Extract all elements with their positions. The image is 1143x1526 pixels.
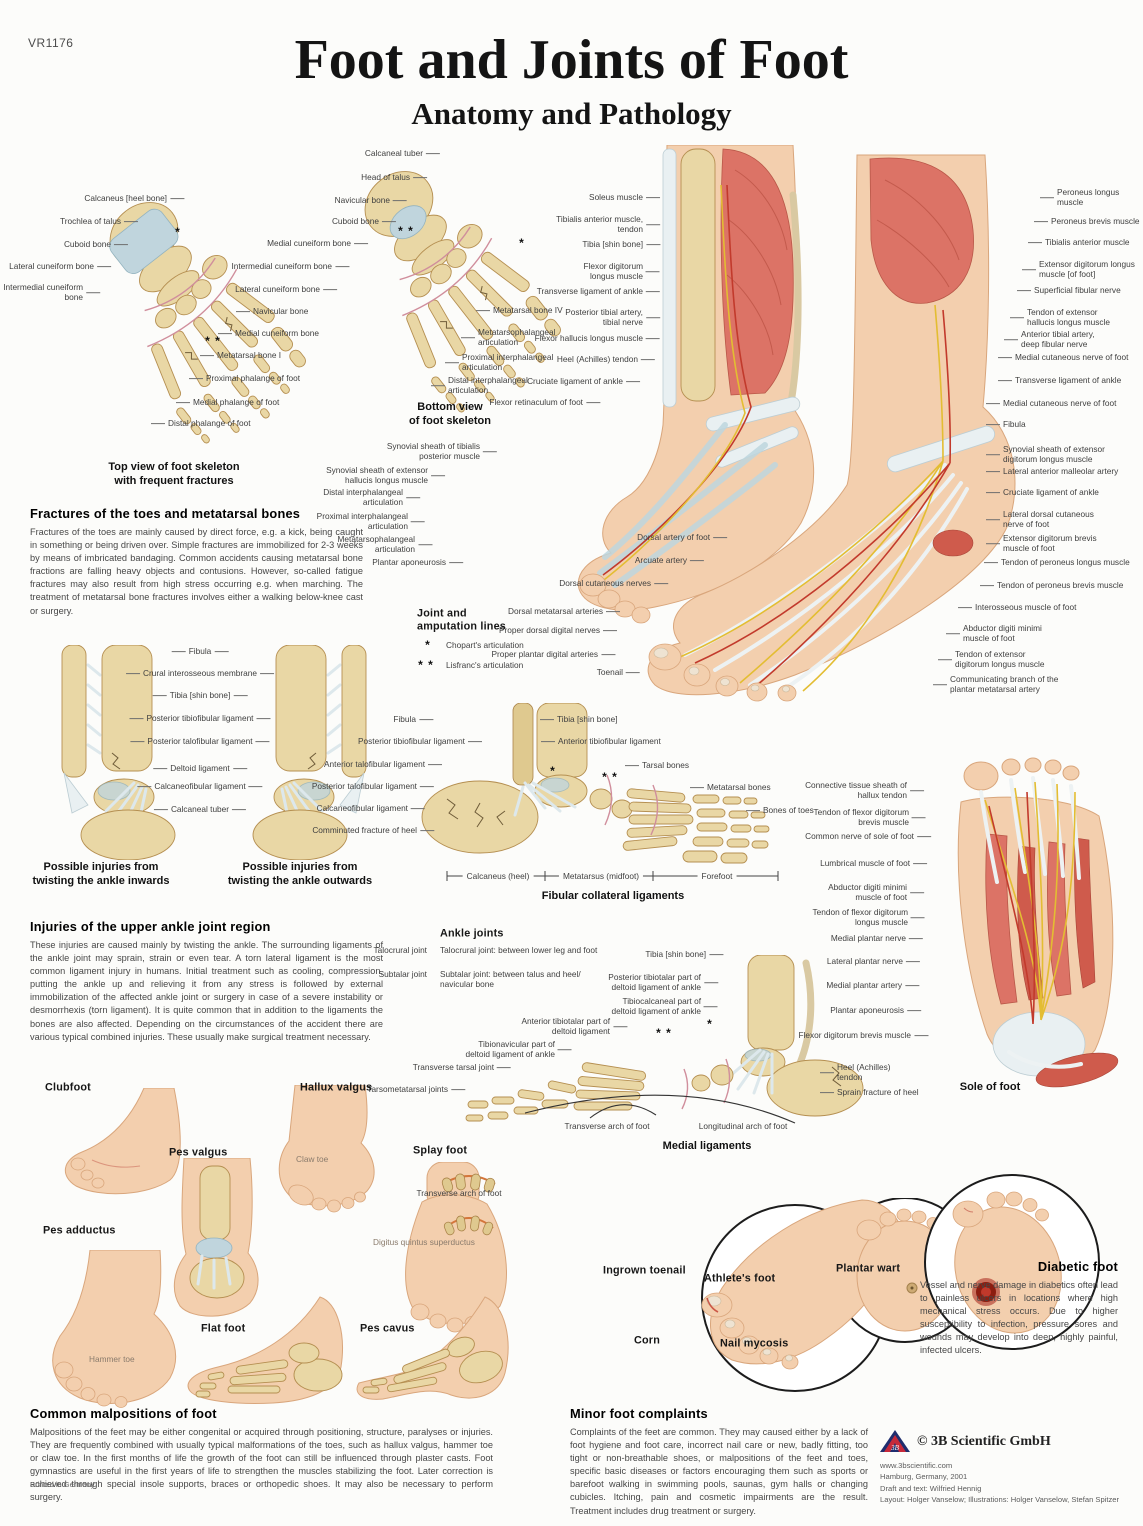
malpositions-body: Malpositions of the feet may be either c… xyxy=(30,1427,493,1503)
complaints-body: Complaints of the feet are common. They … xyxy=(570,1427,868,1516)
flat-foot-illustration xyxy=(187,1296,343,1404)
leader-line xyxy=(911,917,925,919)
leader-line xyxy=(418,544,432,546)
ankle-outwards-caption: Possible injuries from twisting the ankl… xyxy=(227,861,373,888)
credits-layout: Layout: Holger Vanselow; Illustrations: … xyxy=(880,1495,1120,1505)
3b-scientific-logo-icon: 3B xyxy=(880,1430,910,1452)
leader-line xyxy=(905,985,919,987)
ankle-inward-injury-illustration xyxy=(60,645,177,860)
anatomy-label: Synovial sheath of tibialis posterior mu… xyxy=(387,441,497,462)
company-name: © 3B Scientific GmbH xyxy=(917,1433,1051,1449)
leader-line xyxy=(913,863,927,865)
leader-line xyxy=(914,1035,928,1037)
leader-line xyxy=(910,790,924,792)
leader-line xyxy=(910,892,924,894)
diabetic-foot-illustration xyxy=(924,1174,1100,1350)
anatomy-label: Lumbrical muscle of foot xyxy=(820,858,927,869)
injuries-section: Injuries of the upper ankle joint region… xyxy=(30,918,383,1044)
ankle-outward-injury-illustration xyxy=(251,645,368,860)
pes-cavus-illustration xyxy=(356,1296,509,1400)
fibular-caption: Fibular collateral ligaments xyxy=(541,890,685,902)
malpositions-section: Common malpositions of foot Malpositions… xyxy=(30,1405,493,1505)
complaints-section: Minor foot complaints Complaints of the … xyxy=(570,1405,868,1518)
injuries-body: These injuries are caused mainly by twis… xyxy=(30,940,383,1042)
leader-line xyxy=(431,475,445,477)
leader-line xyxy=(906,961,920,963)
poster-subtitle: Anatomy and Pathology xyxy=(411,96,732,131)
anatomy-label: Subtalar joint xyxy=(378,969,427,980)
anatomy-label: Splay foot xyxy=(413,1144,468,1157)
diabetic-body: Vessel and nerve damage in diabetics oft… xyxy=(920,1280,1118,1356)
medial-caption: Medial ligaments xyxy=(662,1140,752,1152)
bottom-view-caption: Bottom view of foot skeleton xyxy=(409,401,491,428)
top-view-skeleton-illustration xyxy=(58,176,324,461)
leader-line xyxy=(406,497,420,499)
sole-caption: Sole of foot xyxy=(959,1081,1021,1093)
diabetic-section: Diabetic foot Vessel and nerve damage in… xyxy=(920,1258,1118,1358)
leader-line xyxy=(917,836,931,838)
anatomy-label: Ankle joints xyxy=(440,927,504,940)
credits-draft: Draft and text: Wilfried Hennig xyxy=(880,1483,982,1493)
leader-line xyxy=(909,938,923,940)
anatomy-label: Joint and amputation lines xyxy=(417,607,506,632)
fractures-section: Fractures of the toes and metatarsal bon… xyxy=(30,505,363,618)
fractures-heading: Fractures of the toes and metatarsal bon… xyxy=(30,506,301,521)
hallux-valgus-illustration xyxy=(278,1085,375,1213)
diabetic-heading: Diabetic foot xyxy=(1037,1259,1118,1274)
credits-website: www.3bscientific.com xyxy=(880,1461,953,1470)
fractures-body: Fractures of the toes are mainly caused … xyxy=(30,527,363,616)
transverse-arch-bones-illustration xyxy=(441,1173,496,1236)
bottom-view-skeleton-illustration xyxy=(313,145,579,430)
leader-line xyxy=(907,1010,921,1012)
anatomy-label: Medial plantar nerve xyxy=(831,933,923,944)
printed-note: Printed in Germany xyxy=(30,1480,95,1489)
anatomy-label: * * xyxy=(418,657,434,672)
leader-line xyxy=(483,451,497,453)
complaints-heading: Minor foot complaints xyxy=(570,1406,708,1421)
muscle-anatomy-illustration xyxy=(577,145,1016,702)
top-view-caption: Top view of foot skeleton with frequent … xyxy=(108,461,240,488)
poster-title: Foot and Joints of Foot xyxy=(294,29,849,91)
anatomy-label: Chopart's articulation xyxy=(446,640,524,651)
leader-line xyxy=(449,562,463,564)
anatomy-label: Lisfranc's articulation xyxy=(446,660,524,671)
anatomy-label: Abductor digiti minimi muscle of foot xyxy=(828,882,924,903)
medial-ligaments-illustration xyxy=(465,955,864,1124)
leader-line xyxy=(411,521,425,523)
credits-location: Hamburg, Germany, 2001 xyxy=(880,1472,968,1482)
anatomy-label: Plantar aponeurosis xyxy=(372,557,463,568)
clubfoot-illustration xyxy=(65,1088,181,1195)
pes-adductus-illustration xyxy=(52,1250,177,1408)
leader-line xyxy=(912,817,926,819)
pes-valgus-illustration xyxy=(173,1158,259,1317)
anatomy-label: Tendon of flexor digitorum longus muscle xyxy=(813,907,925,928)
svg-text:3B: 3B xyxy=(890,1444,900,1452)
ankle-inwards-caption: Possible injuries from twisting the ankl… xyxy=(32,861,170,888)
anatomy-label: Common nerve of sole of foot xyxy=(805,831,931,842)
anatomy-label: Pes adductus xyxy=(43,1224,116,1237)
leader-line xyxy=(214,651,229,653)
malpositions-heading: Common malpositions of foot xyxy=(30,1406,217,1421)
credits-block: 3B © 3B Scientific GmbH www.3bscientific… xyxy=(880,1430,1142,1506)
sole-of-foot-illustration xyxy=(957,757,1119,1088)
anatomy-label: Synovial sheath of extensor hallucis lon… xyxy=(326,465,445,486)
anatomy-label: Tendon of flexor digitorum brevis muscle xyxy=(814,807,926,828)
splay-foot-illustration xyxy=(405,1162,507,1333)
anatomy-label: * xyxy=(425,637,431,652)
anatomy-label: Connective tissue sheath of hallux tendo… xyxy=(805,780,924,801)
product-code: VR1176 xyxy=(28,36,74,50)
injuries-heading: Injuries of the upper ankle joint region xyxy=(30,919,271,934)
fibular-ligaments-illustration xyxy=(421,703,779,881)
